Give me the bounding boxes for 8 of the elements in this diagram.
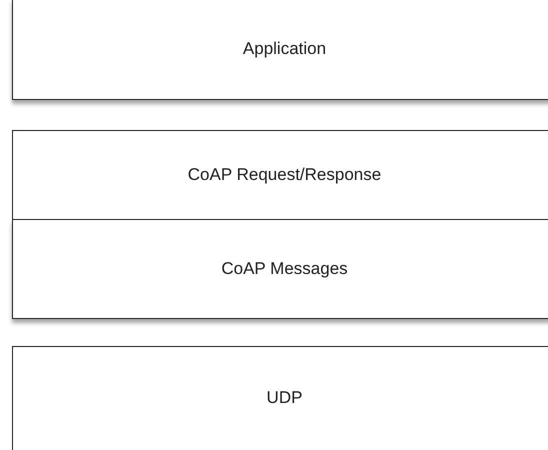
layer-label: CoAP Messages bbox=[221, 258, 348, 278]
layer-box bbox=[12, 0, 548, 100]
layer-box bbox=[12, 218, 548, 318]
layer-label: UDP bbox=[266, 388, 302, 408]
layer-label: CoAP Request/Response bbox=[188, 165, 382, 185]
layer-box bbox=[12, 346, 548, 450]
layer-label: Application bbox=[242, 39, 326, 59]
layer-box bbox=[12, 130, 548, 220]
